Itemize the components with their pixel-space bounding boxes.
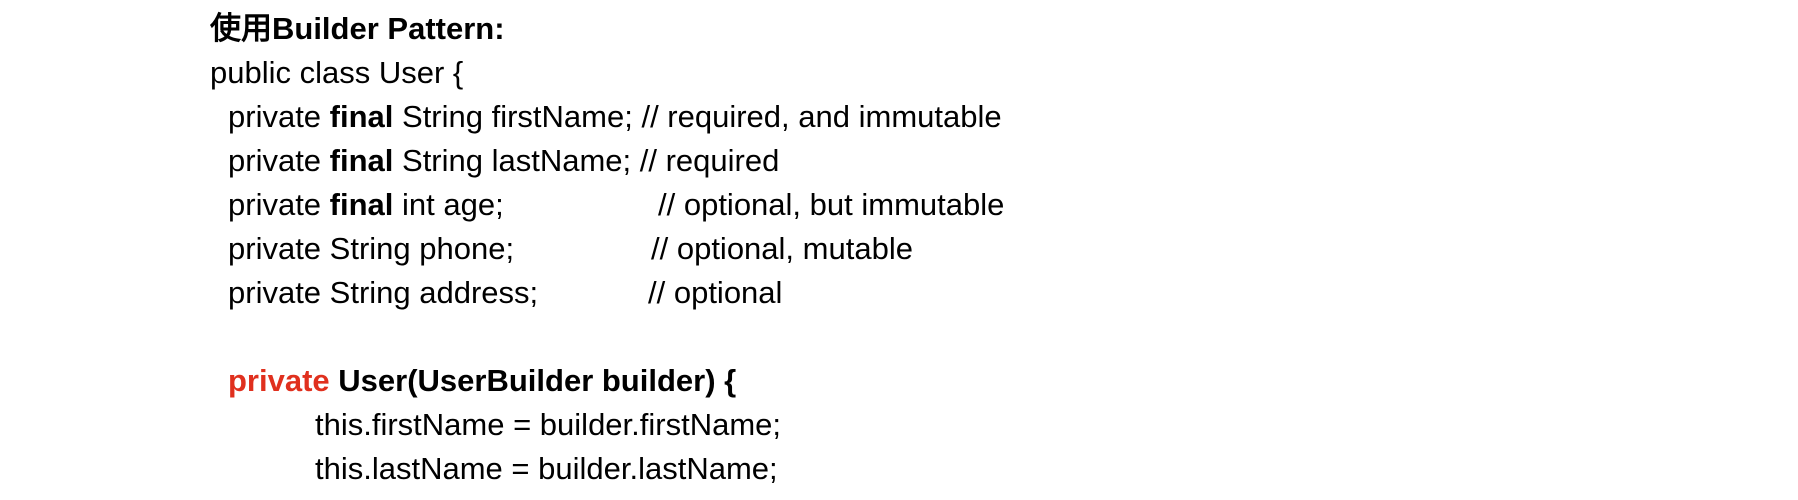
field-rest: String firstName; // required, and immut… xyxy=(393,99,1002,134)
field-line-age: private final int age; xyxy=(228,185,504,225)
field-modifier: private xyxy=(228,143,330,178)
class-declaration: public class User { xyxy=(210,55,464,90)
final-keyword: final xyxy=(329,143,394,178)
field-line-last-name: private final String lastName; // requir… xyxy=(228,141,779,181)
heading: 使用Builder Pattern: xyxy=(210,11,505,46)
field-line-phone: private String phone; xyxy=(228,231,515,266)
field-line-first-name: private final String firstName; // requi… xyxy=(228,97,1002,137)
field-comment-age: // optional, but immutable xyxy=(658,187,1005,222)
constructor-body-line-first-name: this.firstName = builder.firstName; xyxy=(315,407,782,442)
field-comment-address: // optional xyxy=(648,275,783,310)
final-keyword: final xyxy=(329,187,394,222)
field-modifier: private xyxy=(228,99,330,134)
final-keyword: final xyxy=(329,99,394,134)
field-comment-phone: // optional, mutable xyxy=(651,231,913,266)
field-rest: int age; xyxy=(393,187,504,222)
field-modifier: private xyxy=(228,187,330,222)
field-rest: String lastName; // required xyxy=(393,143,780,178)
constructor-body-line-last-name: this.lastName = builder.lastName; xyxy=(315,451,778,486)
field-line-address: private String address; xyxy=(228,275,539,310)
constructor-signature: private User(UserBuilder builder) { xyxy=(228,361,736,401)
private-keyword: private xyxy=(228,363,330,398)
constructor-name: User(UserBuilder builder) { xyxy=(329,363,737,398)
